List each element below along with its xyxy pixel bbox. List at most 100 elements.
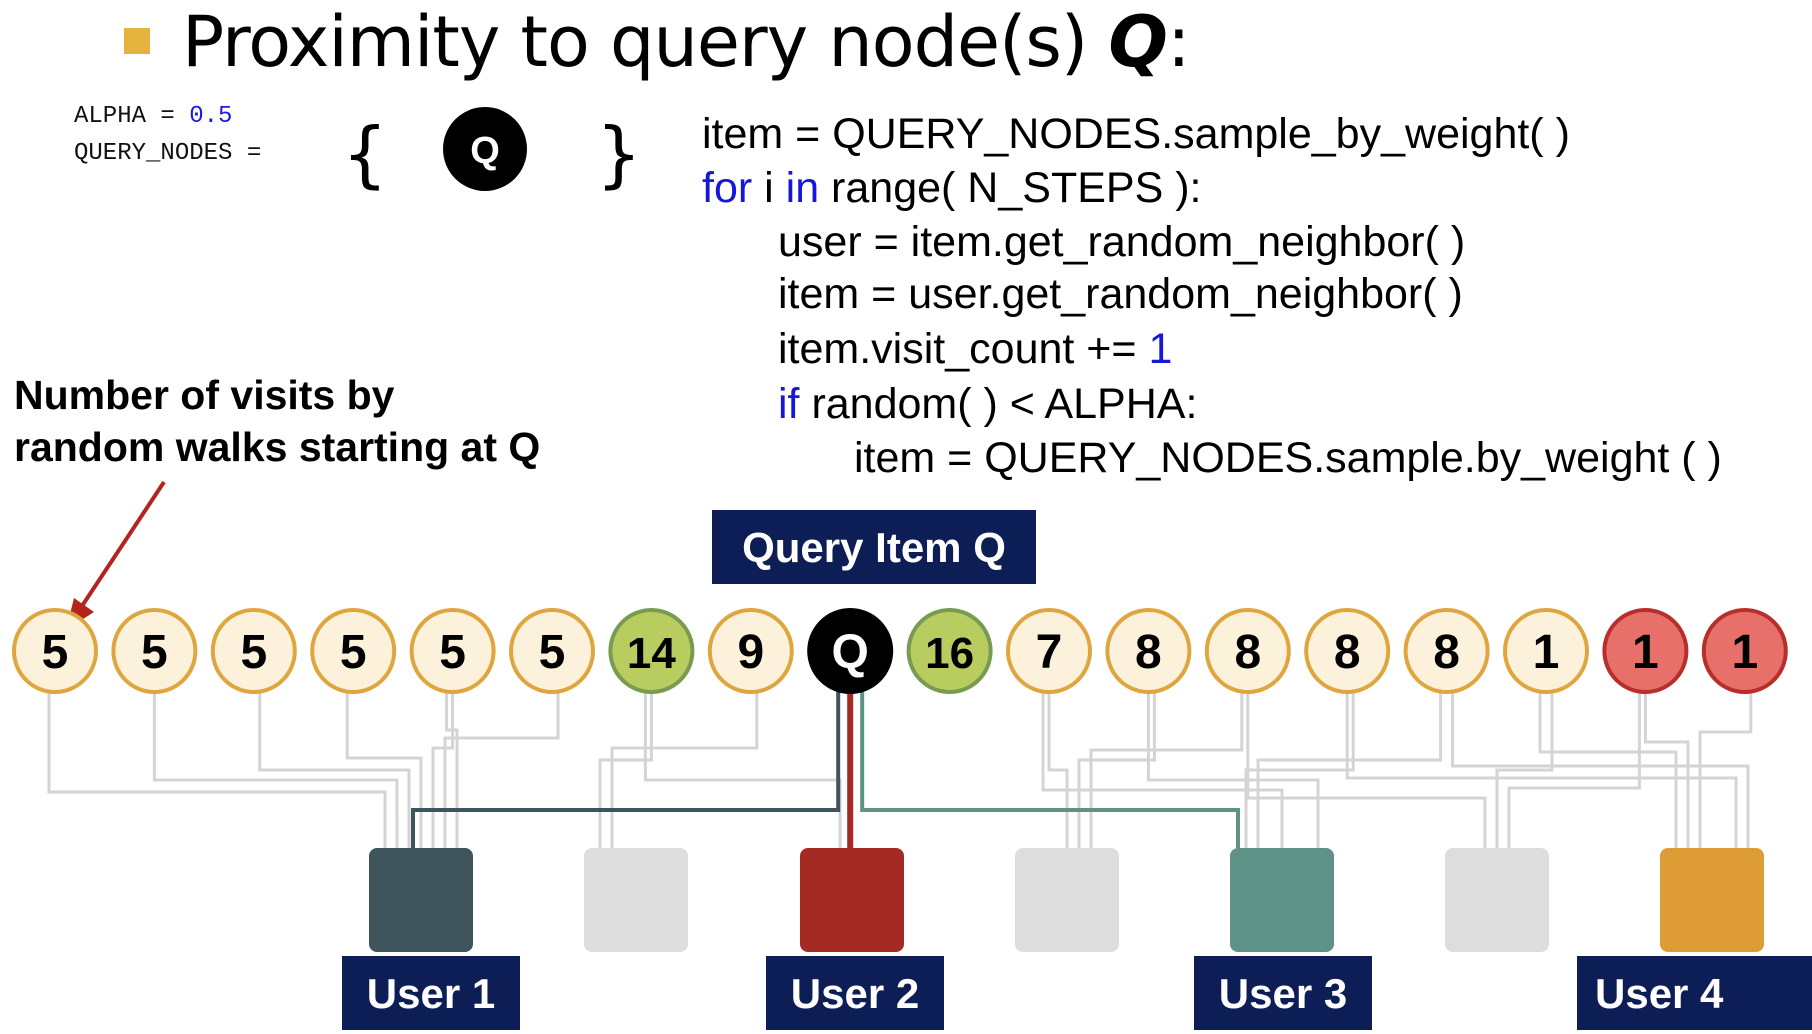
item-node: 5 [509,608,595,694]
code-line-5-prefix: item.visit_count += [778,325,1149,373]
graph-edge [1146,692,1320,848]
close-brace: } [596,112,642,196]
item-node-circle [210,608,297,694]
item-node-circle [807,608,894,694]
user-2-label: User 2 [766,956,944,1030]
query-nodes-key: QUERY_NODES = [74,140,262,167]
item-node: 9 [707,608,794,694]
user-node-unlabeled [1445,848,1549,952]
code-line-7: item = QUERY_NODES.sample.by_weight ( ) [854,434,1722,482]
item-node-label: 14 [627,629,676,678]
item-node-label: 5 [42,626,69,679]
graph-edge [598,692,653,848]
graph-edge [1256,692,1443,848]
code-line-4: item = user.get_random_neighbor( ) [778,270,1463,318]
user-node-3 [1230,848,1334,952]
item-node: 1 [1701,608,1788,694]
graph-edge [1089,692,1244,848]
code-line-2-rest: range( N_STEPS ): [819,164,1202,212]
item-node: 5 [111,608,198,694]
graph-edge [47,692,387,848]
graph-edge [431,692,455,848]
user-layer [369,848,1764,952]
title-prefix: Proximity to query node(s) [182,1,1109,83]
item-node-label: 5 [539,626,566,679]
code-line-5: item.visit_count += 1 [778,322,1172,376]
alpha-key: ALPHA = [74,103,190,130]
keyword-for: for [702,164,753,212]
item-node-label: 1 [1632,626,1659,679]
user-node-unlabeled [584,848,688,952]
item-node-label: 9 [737,626,764,679]
graph-edge [445,692,459,848]
graph-edge [1698,692,1753,848]
code-line-1: item = QUERY_NODES.sample_by_weight( ) [702,110,1570,158]
item-node: Q [807,608,894,694]
item-node-circle [707,608,794,694]
item-node: 5 [409,608,496,694]
keyword-if: if [778,380,800,428]
code-line-5-number: 1 [1148,325,1173,373]
q-user-3-edge [860,692,1240,848]
item-node-circle [310,608,397,694]
user-4-label: User 4 [1577,956,1812,1030]
annotation-line-1: Number of visits by [14,372,395,418]
item-node-label: 8 [1135,626,1162,679]
graph-edge [1246,692,1487,848]
code-line-6-rest: random( ) < ALPHA: [799,380,1198,428]
graph-edge [1244,692,1355,848]
user-node-4 [1660,848,1764,952]
open-brace: { [342,112,388,196]
title-suffix: : [1166,1,1191,83]
highlight-edge-layer [411,692,1240,848]
code-line-2-mid: i [752,164,786,212]
graph-edge [1041,692,1284,848]
title-variable: Q [1108,1,1168,83]
item-node-circle [12,608,98,694]
item-node-label: 8 [1234,626,1261,679]
item-node: 8 [1403,608,1490,694]
user-3-label: User 3 [1194,956,1372,1030]
user-node-unlabeled [1015,848,1119,952]
config-query-node-label: Q [470,130,500,172]
item-node: 8 [1304,608,1391,694]
q-user-1-edge [411,692,841,848]
graph-edge [1047,692,1069,848]
code-line-3: user = item.get_random_neighbor( ) [778,218,1466,266]
code-line-2: for i in range( N_STEPS ): [702,161,1201,215]
item-node-circle [509,608,595,694]
item-node-circle [1701,608,1788,694]
user-1-label: User 1 [342,956,520,1030]
graph-edge [1507,692,1641,848]
item-node-circle [1006,608,1092,694]
graph-edge [1538,692,1678,848]
item-node-label: 5 [439,626,466,679]
item-node-label: 8 [1334,626,1361,679]
annotation-line-2: random walks starting at Q [14,424,541,470]
graph-edge [443,692,560,848]
graph-edge [643,692,842,848]
item-node-circle [1403,608,1490,694]
user-node-1 [369,848,473,952]
item-node-circle [1304,608,1391,694]
graph-edge [1345,692,1738,848]
item-node-circle [608,608,695,694]
item-node-label: 5 [240,626,267,679]
item-node-label: 7 [1036,626,1063,679]
item-node-label: 16 [925,629,974,678]
graph-edge [1643,692,1690,848]
item-node-circle [906,608,993,694]
item-node: 16 [906,608,993,694]
item-node: 14 [608,608,695,694]
item-node: 5 [210,608,297,694]
item-node: 5 [310,608,397,694]
item-node-label: 8 [1433,626,1460,679]
alpha-value: 0.5 [189,103,233,130]
item-node: 5 [12,608,98,694]
item-node-circle [1105,608,1192,694]
graph-edge [258,692,411,848]
config-query-node: Q [443,107,527,191]
item-node-circle [111,608,198,694]
